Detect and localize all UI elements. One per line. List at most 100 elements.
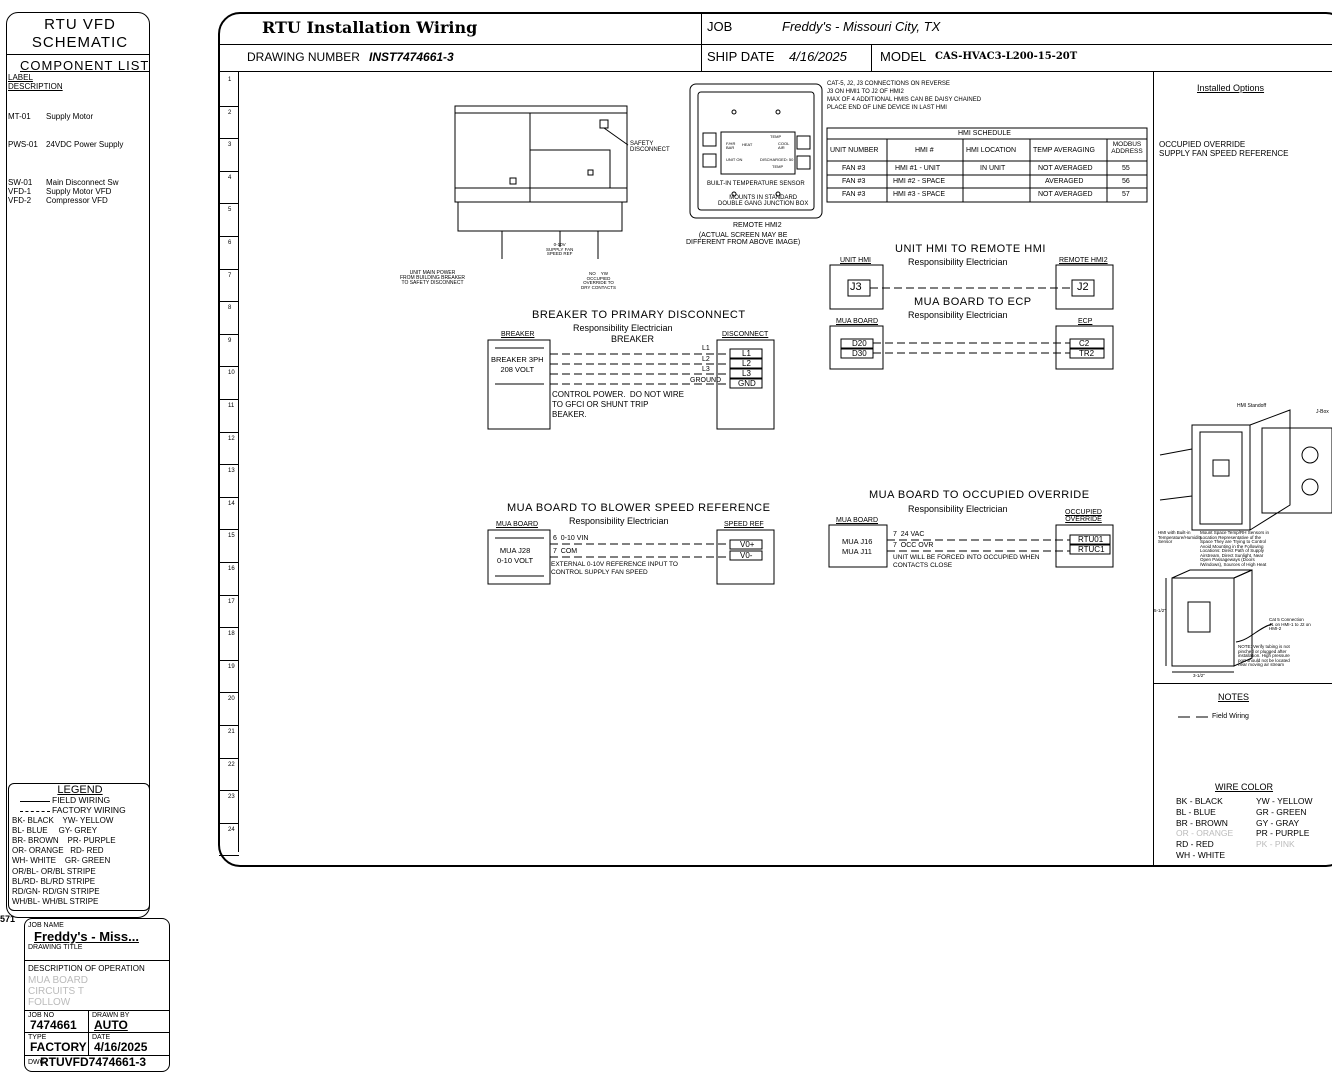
- unit-hmi-box: [829, 264, 884, 310]
- blower-wire-label: 7 COM: [553, 548, 578, 555]
- legend-color-row: BR- BROWN PR- PURPLE: [12, 836, 116, 845]
- occupied-section-title: MUA BOARD TO OCCUPIED OVERRIDE: [869, 489, 1090, 501]
- mua-board-blower-label: MUA BOARD: [496, 521, 539, 528]
- ship-date-label: SHIP DATE: [707, 49, 775, 64]
- component-desc: Supply Motor VFD: [46, 187, 112, 196]
- legend-title: LEGEND: [57, 784, 103, 796]
- row-tick: [219, 692, 239, 694]
- row-tick: [219, 594, 239, 596]
- schedule-cell: AVERAGED: [1045, 178, 1084, 185]
- remote-hmi-image-label: REMOTE HMI2: [733, 222, 782, 229]
- disconnect-terminal: L2: [742, 359, 751, 368]
- legend-color-row: WH- WHITE GR- GREEN: [12, 856, 111, 865]
- row-number: 11: [228, 403, 235, 409]
- legend-color-row: BL/RD- BL/RD STRIPE: [12, 877, 96, 886]
- breaker-label: BREAKER: [501, 331, 535, 338]
- legend-color-row: WH/BL- WH/BL STRIPE: [12, 897, 99, 906]
- speed-ref-box: [716, 529, 775, 585]
- dimension-label: 5-1/2": [1154, 608, 1166, 613]
- schedule-cell: HMI #1 - UNIT: [895, 165, 941, 172]
- occupied-note: UNIT WILL BE FORCED INTO OCCUPIED WHEN C…: [893, 554, 1040, 570]
- row-number: 24: [228, 826, 235, 833]
- desc-operation-line: MUA BOARD: [28, 975, 89, 986]
- row-number: 8: [228, 305, 232, 312]
- occupied-contacts-label: NO YW OCCUPIED OVERRIDE TO DRY CONTACTS: [581, 271, 617, 290]
- legend-color-row: OR/BL- OR/BL STRIPE: [12, 867, 96, 876]
- ecp-label: ECP: [1078, 318, 1093, 325]
- schedule-header: MODBUS ADDRESS: [1111, 141, 1143, 155]
- row-number: 6: [228, 240, 232, 246]
- hmi-wiring-resp: Responsibility Electrician: [908, 257, 1008, 267]
- breaker-note: CONTROL POWER. DO NOT WIRE TO GFCI OR SH…: [552, 390, 685, 419]
- row-tick: [219, 496, 239, 498]
- occupied-wire-label: 7 24 VAC: [893, 531, 925, 538]
- schedule-header: TEMP AVERAGING: [1033, 147, 1095, 154]
- job-no: 7474661: [30, 1018, 77, 1032]
- title-row-divider: [219, 71, 1332, 72]
- row-tick: [219, 431, 239, 433]
- mua-terminal: D20: [852, 339, 867, 348]
- legend-factory-line: [20, 811, 50, 812]
- row-number: 15: [228, 533, 235, 540]
- ecp-terminal: C2: [1079, 339, 1090, 348]
- hmi-screen-text: TEMP: [770, 134, 782, 139]
- notes-title: NOTES: [1218, 692, 1250, 702]
- component-label: VFD-1: [8, 187, 32, 196]
- schedule-cell: NOT AVERAGED: [1038, 191, 1093, 198]
- component-desc: Supply Motor: [46, 112, 94, 121]
- blower-note: EXTERNAL 0-10V REFERENCE INPUT TO CONTRO…: [551, 561, 678, 577]
- hmi-image-outline: [689, 83, 823, 219]
- job-info-divider: [24, 1010, 170, 1011]
- row-number: 10: [228, 370, 235, 377]
- mua-blower-desc: MUA J28 0-10 VOLT: [497, 546, 534, 565]
- schedule-cell: HMI #3 - SPACE: [893, 191, 945, 198]
- row-number: 17: [228, 598, 235, 605]
- wire-color-right: PK - PINK: [1256, 839, 1295, 849]
- component-label: MT-01: [8, 112, 31, 121]
- row-number: 9: [228, 337, 232, 344]
- row-tick: [219, 268, 239, 270]
- j3-connector: J3: [850, 281, 862, 293]
- mua-ecp-resp: Responsibility Electrician: [908, 310, 1008, 320]
- drawn-by: AUTO: [94, 1018, 128, 1032]
- label-header: LABEL: [8, 73, 33, 82]
- row-tick: [219, 822, 239, 824]
- legend-factory-label: FACTORY WIRING: [52, 805, 126, 815]
- speed-ref-terminal: V0+: [740, 540, 755, 549]
- occupied-wire-label: 7 OCC OVR: [893, 542, 934, 549]
- row-number-rail: [238, 72, 239, 852]
- schedule-cell: FAN #3: [842, 165, 866, 172]
- wire-color-left: BR - BROWN: [1176, 818, 1228, 828]
- row-number: 7: [228, 272, 232, 279]
- dimension-label: 3-1/2": [1193, 673, 1205, 678]
- occupied-override-label: OCCUPIED OVERRIDE: [1065, 509, 1102, 523]
- wire-color-right: GR - GREEN: [1256, 807, 1307, 817]
- row-tick: [219, 366, 239, 368]
- job-no-label: JOB NO: [28, 1012, 55, 1019]
- dwg-label: DWG: [28, 1059, 46, 1066]
- row-tick: [219, 301, 239, 303]
- row-number: 21: [228, 729, 235, 735]
- job-info-divider: [24, 960, 170, 961]
- schedule-cell: 56: [1122, 178, 1130, 185]
- row-tick: [219, 138, 239, 140]
- speed-ref-terminal: V0-: [740, 551, 753, 560]
- job-label: JOB: [707, 19, 733, 34]
- job-value: Freddy's - Missouri City, TX: [782, 19, 941, 34]
- mua-terminal: D30: [852, 349, 867, 358]
- schedule-cell: IN UNIT: [980, 165, 1006, 172]
- supply-fan-label: 0-10V SUPPLY FAN SPEED REF: [546, 242, 574, 256]
- component-list-title: COMPONENT LIST: [20, 58, 150, 73]
- wire-color-left: OR - ORANGE: [1176, 828, 1234, 838]
- component-desc: Main Disconnect Sw: [46, 178, 119, 187]
- job-info-divider: [24, 1032, 170, 1033]
- wire-color-left: BL - BLUE: [1176, 807, 1216, 817]
- hmi-screen-text: HEAT: [742, 142, 753, 147]
- hmi-note: CAT-5, J2, J3 CONNECTIONS ON REVERSE: [827, 81, 950, 87]
- installed-option: SUPPLY FAN SPEED REFERENCE: [1159, 149, 1289, 158]
- hmi-screen-text: UNIT ON: [726, 157, 743, 162]
- jbox-label: J-Box: [1316, 409, 1329, 415]
- wire-color-right: GY - GRAY: [1256, 818, 1300, 828]
- row-number: 12: [228, 435, 235, 442]
- hmi-schedule-table: [826, 127, 1148, 203]
